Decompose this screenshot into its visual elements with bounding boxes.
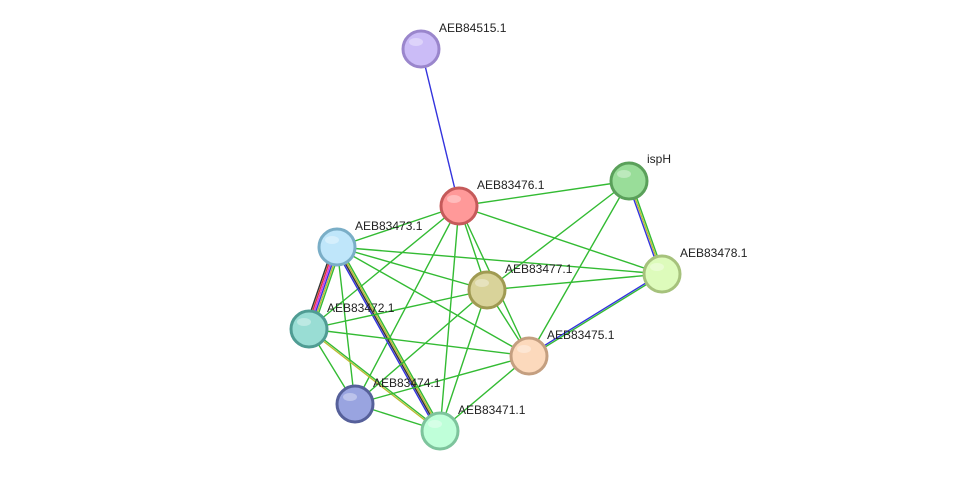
- node-AEB83477.1[interactable]: AEB83477.1: [467, 262, 573, 310]
- edge-evidence-line: [336, 246, 356, 405]
- node-label: AEB83473.1: [355, 219, 423, 233]
- node-label: AEB84515.1: [439, 21, 507, 35]
- edge-AEB83476.1-AEB83478.1: [458, 205, 663, 275]
- edge-AEB83477.1-AEB83472.1: [308, 289, 488, 330]
- node-AEB83476.1[interactable]: AEB83476.1: [439, 178, 545, 226]
- edge-AEB83473.1-AEB83478.1: [336, 246, 663, 275]
- node-AEB83474.1[interactable]: AEB83474.1: [335, 376, 441, 424]
- edge-ispH-AEB83475.1: [528, 180, 630, 357]
- node-circle[interactable]: [509, 336, 549, 376]
- edge-AEB83477.1-AEB83474.1: [354, 289, 488, 405]
- node-highlight: [650, 263, 664, 271]
- node-AEB83473.1[interactable]: AEB83473.1: [317, 219, 423, 267]
- node-AEB83472.1[interactable]: AEB83472.1: [289, 301, 395, 349]
- node-label: AEB83478.1: [680, 246, 748, 260]
- edge-AEB83476.1-AEB83473.1: [336, 205, 460, 248]
- edge-evidence-line: [334, 247, 439, 433]
- edge-evidence-line: [308, 289, 488, 330]
- node-label: AEB83476.1: [477, 178, 545, 192]
- node-circle[interactable]: [439, 186, 479, 226]
- edge-evidence-line: [439, 289, 488, 432]
- edge-evidence-line: [354, 205, 460, 405]
- node-circle[interactable]: [420, 411, 460, 451]
- edge-AEB83476.1-AEB83474.1: [354, 205, 460, 405]
- node-highlight: [475, 279, 489, 287]
- node-circle[interactable]: [467, 270, 507, 310]
- edge-evidence-line: [486, 273, 663, 291]
- node-highlight: [517, 345, 531, 353]
- node-highlight: [343, 393, 357, 401]
- edge-evidence-line: [420, 48, 460, 207]
- node-highlight: [447, 195, 461, 203]
- node-AEB84515.1[interactable]: AEB84515.1: [401, 21, 507, 69]
- node-highlight: [409, 38, 423, 46]
- edge-evidence-line: [336, 205, 460, 248]
- edge-AEB83473.1-AEB83477.1: [336, 246, 488, 291]
- node-highlight: [428, 420, 442, 428]
- node-highlight: [325, 236, 339, 244]
- node-AEB83471.1[interactable]: AEB83471.1: [420, 403, 526, 451]
- node-highlight: [297, 318, 311, 326]
- node-circle[interactable]: [289, 309, 329, 349]
- edge-AEB83475.1-AEB83474.1: [354, 355, 530, 405]
- node-AEB83475.1[interactable]: AEB83475.1: [509, 328, 615, 376]
- node-ispH[interactable]: ispH: [609, 152, 671, 201]
- edge-evidence-line: [458, 180, 630, 207]
- edge-AEB83472.1-AEB83471.1: [307, 327, 442, 433]
- edge-AEB83476.1-AEB83471.1: [439, 205, 460, 432]
- edge-AEB83476.1-AEB83472.1: [308, 205, 460, 330]
- edge-evidence-line: [338, 245, 443, 431]
- edge-evidence-line: [439, 205, 460, 432]
- node-circle[interactable]: [609, 161, 649, 201]
- edge-AEB83478.1-AEB83475.1: [527, 272, 664, 358]
- edge-evidence-line: [354, 289, 488, 405]
- edge-AEB83473.1-AEB83474.1: [336, 246, 356, 405]
- node-label: AEB83474.1: [373, 376, 441, 390]
- edge-evidence-line: [458, 205, 663, 275]
- edge-evidence-line: [336, 246, 663, 275]
- node-highlight: [617, 170, 631, 178]
- node-label: AEB83475.1: [547, 328, 615, 342]
- node-circle[interactable]: [335, 384, 375, 424]
- edge-AEB83473.1-AEB83471.1: [334, 245, 443, 433]
- edge-AEB83477.1-AEB83471.1: [439, 289, 488, 432]
- edge-evidence-line: [308, 327, 442, 432]
- node-AEB83478.1[interactable]: AEB83478.1: [642, 246, 748, 294]
- edge-evidence-line: [354, 355, 530, 405]
- edge-AEB83472.1-AEB83475.1: [308, 328, 530, 357]
- node-circle[interactable]: [642, 254, 682, 294]
- node-label: AEB83472.1: [327, 301, 395, 315]
- edge-evidence-line: [486, 180, 630, 291]
- edge-evidence-line: [335, 246, 441, 433]
- edges-layer: [304, 48, 665, 433]
- node-circle[interactable]: [401, 29, 441, 69]
- edge-evidence-line: [307, 328, 441, 433]
- edge-evidence-line: [308, 205, 460, 330]
- edge-evidence-line: [528, 273, 664, 358]
- edge-evidence-line: [527, 272, 663, 357]
- edge-AEB83477.1-AEB83478.1: [486, 273, 663, 291]
- edge-evidence-line: [308, 328, 530, 357]
- edge-AEB84515.1-AEB83476.1: [420, 48, 460, 207]
- node-label: AEB83471.1: [458, 403, 526, 417]
- edge-AEB83476.1-ispH: [458, 180, 630, 207]
- edge-evidence-line: [336, 246, 488, 291]
- edge-ispH-AEB83477.1: [486, 180, 630, 291]
- node-circle[interactable]: [317, 227, 357, 267]
- node-label: AEB83477.1: [505, 262, 573, 276]
- edge-evidence-line: [528, 180, 630, 357]
- node-label: ispH: [647, 152, 671, 166]
